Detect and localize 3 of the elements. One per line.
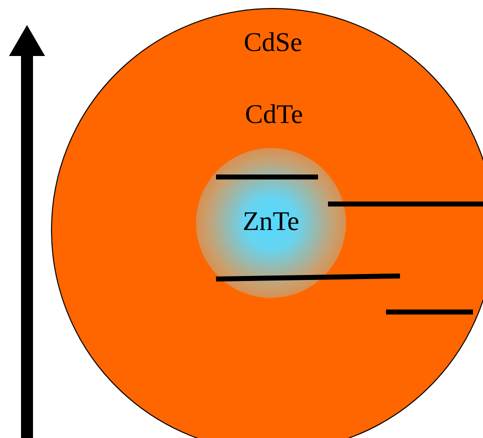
- layer-label: CdTe: [244, 99, 304, 130]
- layer-label: ZnTe: [242, 206, 300, 237]
- layer-label: CdSe: [244, 27, 302, 58]
